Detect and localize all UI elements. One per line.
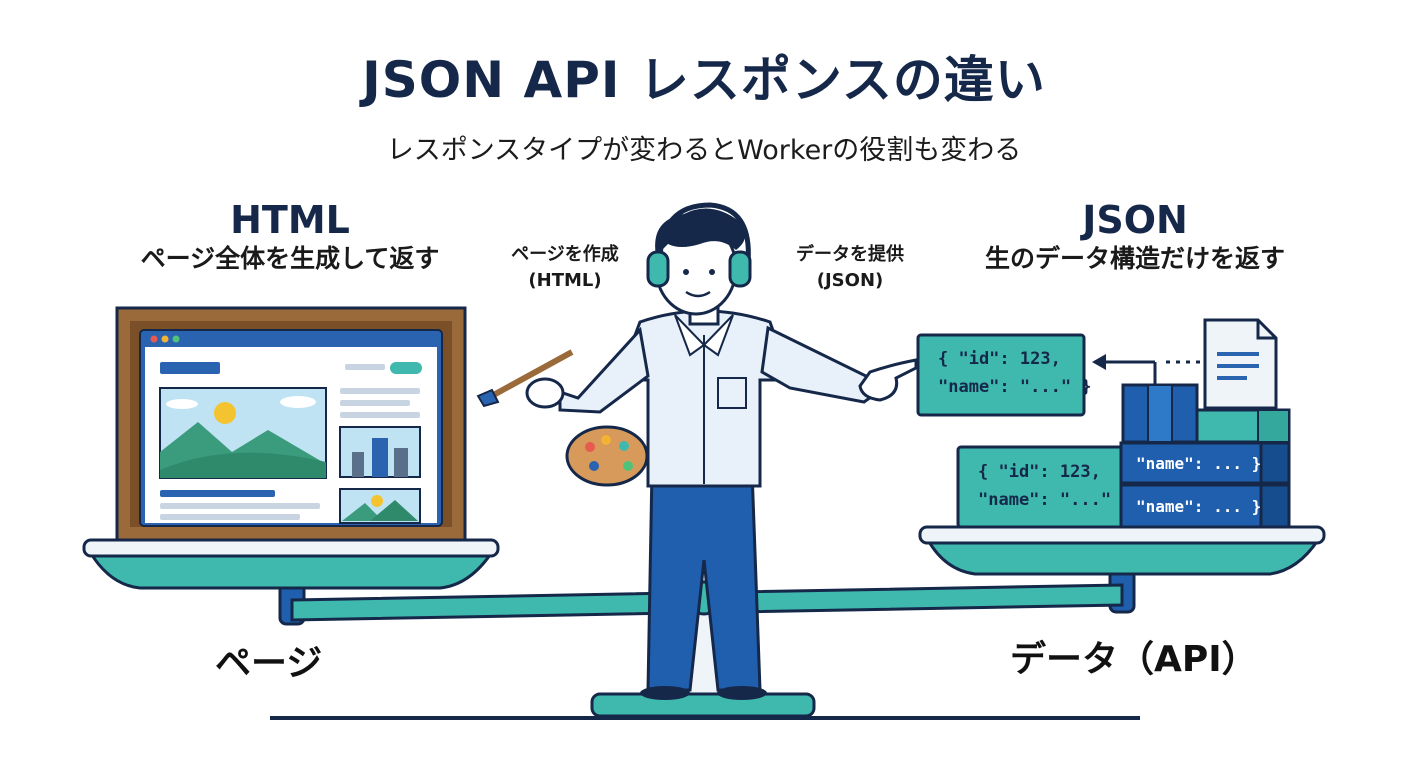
json-card-top-line1: { "id": 123,: [938, 349, 1061, 369]
left-action-line2: (HTML): [528, 270, 602, 291]
left-base-label: ページ: [215, 643, 323, 684]
right-heading-block: JSON 生のデータ構造だけを返す: [945, 198, 1325, 276]
json-block-1-text: "name": ... }: [1136, 454, 1261, 473]
right-action-line2: (JSON): [816, 270, 884, 291]
page-subtitle: レスポンスタイプが変わるとWorkerの役割も変わる: [386, 135, 1022, 166]
left-heading-block: HTML ページ全体を生成して返す: [100, 198, 480, 276]
worker-character: [476, 202, 918, 700]
webpage-frame: [115, 306, 467, 542]
json-block-2: [1119, 483, 1263, 529]
left-pan: [82, 538, 500, 590]
right-pan: [918, 525, 1326, 576]
json-card-top-line2: "name": "..." }: [938, 377, 1092, 397]
right-base-label: データ（API）: [1010, 639, 1258, 680]
left-action-line1: ページを作成: [511, 244, 619, 265]
page-title: JSON API レスポンスの違い: [362, 51, 1046, 109]
left-description: ページ全体を生成して返す: [140, 244, 440, 273]
left-action-label: ページを作成 (HTML): [470, 242, 660, 294]
json-card-mid-line2: "name": "..." }: [978, 490, 1132, 510]
json-card-mid-line1: { "id": 123,: [978, 462, 1101, 482]
right-description: 生のデータ構造だけを返す: [984, 244, 1285, 273]
json-card-top: [916, 333, 1086, 417]
right-action-label: データを提供 (JSON): [755, 242, 945, 294]
json-block-2-text: "name": ... }: [1136, 497, 1261, 516]
json-data-stack: { "id": 123, "name": "..." } { "id": 123…: [916, 318, 1291, 529]
right-heading: JSON: [1082, 198, 1188, 242]
json-block-1: [1119, 441, 1263, 485]
right-action-line1: データを提供: [796, 244, 904, 265]
left-heading: HTML: [230, 198, 350, 242]
json-card-middle: [956, 445, 1126, 529]
